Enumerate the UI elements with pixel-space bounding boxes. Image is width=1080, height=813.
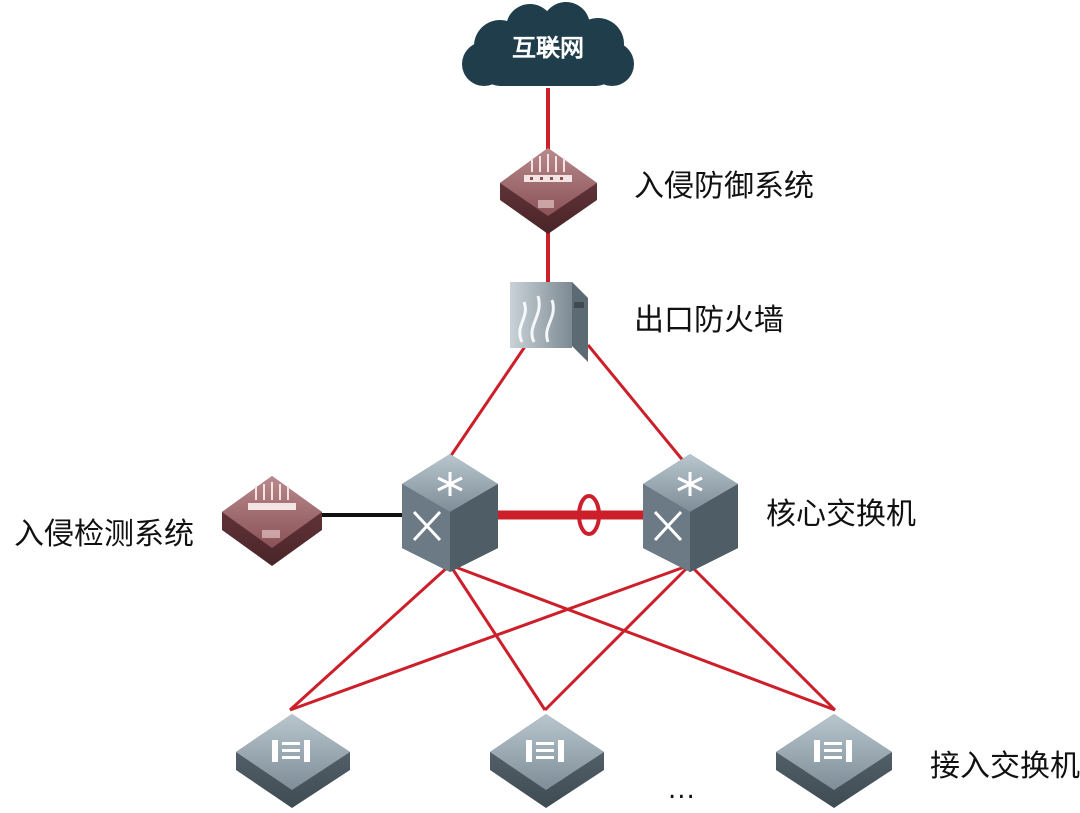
more-access-switches-ellipsis: ... [668,775,696,805]
link-core-left-access-1 [288,563,452,712]
ids-label: 入侵检测系统 [14,517,194,552]
access-switch-2 [490,714,604,808]
access-switch-icon [776,714,892,808]
ips-appliance-icon [500,148,597,234]
firewall-icon [510,282,588,362]
access-switch-1 [236,714,350,808]
cloud-label: 互联网 [512,34,584,62]
access-switch-icon [490,714,604,808]
internet-cloud: 互联网 [462,2,634,86]
firewall-label: 出口防火墙 [634,303,784,338]
link-core-right-access-2 [543,563,692,712]
link-core-right-access-1 [289,563,691,712]
ids-appliance-icon [222,476,322,566]
link-core-right-access-3 [688,563,837,712]
link-core-left-access-3 [449,563,836,712]
links [288,88,837,712]
link-core-left-access-2 [448,564,547,711]
core-switch-right [643,454,738,572]
link-firewall-core-left [444,344,528,464]
core-switch-label: 核心交换机 [766,497,916,532]
access-switch-3 [776,714,892,808]
core-switch-icon [402,454,498,572]
access-switch-icon [236,714,350,808]
cloud-icon [462,2,634,86]
core-switch-icon [643,454,738,572]
link-aggregation-icon [577,494,601,536]
ips-label: 入侵防御系统 [634,169,814,204]
link-firewall-core-right [586,344,687,464]
access-switch-label: 接入交换机 [930,749,1080,784]
core-switch-left [402,454,498,572]
